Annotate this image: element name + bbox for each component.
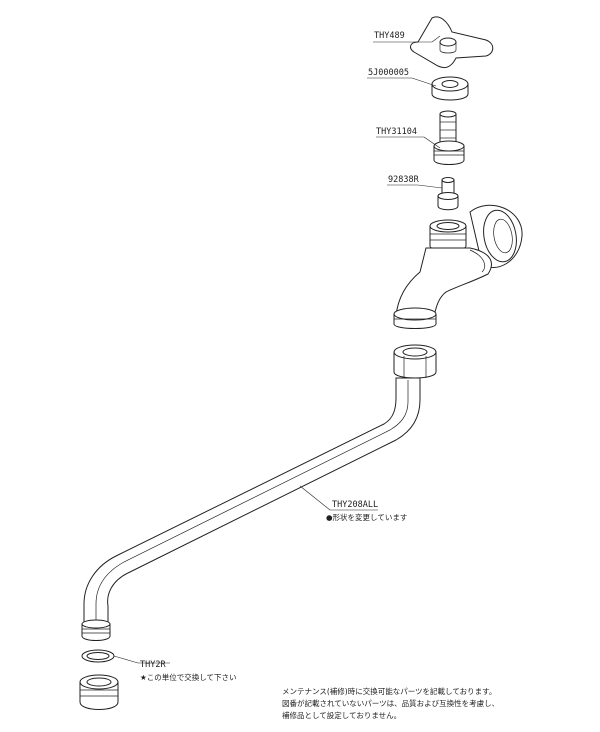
spout-pipe-part[interactable]: [81, 344, 437, 641]
faucet-body: [393, 204, 523, 329]
label-packing: 92838R: [388, 175, 420, 185]
label-spout: THY208ALL: [332, 500, 378, 510]
label-bonnet: 5J000005: [368, 68, 409, 78]
handle-part[interactable]: [410, 16, 494, 69]
spindle-part[interactable]: [433, 110, 465, 165]
footer-line-1: メンテナンス(補修)時に交換可能なパーツを記載しております。: [282, 686, 496, 696]
leader-lines: [113, 35, 443, 664]
label-ring: THY2R: [140, 660, 166, 670]
aerator-part[interactable]: [79, 674, 119, 710]
label-spout-note: ●形状を変更しています: [326, 512, 407, 522]
footer-line-2: 図番が記載されていないパーツは、品質および互換性を考慮し、: [282, 698, 499, 708]
footer-line-3: 補修品として設定しておりません。: [282, 710, 401, 720]
bonnet-part[interactable]: [431, 76, 469, 101]
label-ring-note: ★この単位で交換して下さい: [140, 672, 237, 682]
label-handle: THY489: [374, 31, 405, 41]
ring-part[interactable]: [81, 649, 115, 663]
label-spindle: THY31104: [376, 127, 417, 137]
packing-part[interactable]: [437, 177, 459, 211]
